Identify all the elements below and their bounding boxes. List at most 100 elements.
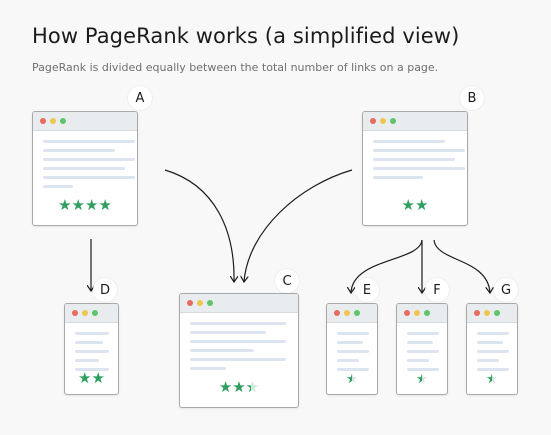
page-window-c: ★★★★	[179, 293, 299, 408]
text-line-placeholder	[407, 350, 439, 353]
window-dot-icon	[484, 310, 490, 316]
text-line-placeholder	[477, 350, 509, 353]
pagerank-stars: ★★★★	[180, 380, 298, 395]
link-arrow-b-to-e	[351, 239, 423, 293]
window-title-bar	[65, 304, 118, 323]
star-icon: ★	[78, 369, 92, 387]
page-subtitle: PageRank is divided equally between the …	[32, 61, 439, 74]
content-placeholder	[180, 313, 298, 370]
page-label-c: C	[275, 269, 299, 293]
text-line-placeholder	[190, 322, 286, 325]
window-dot-icon	[390, 118, 396, 124]
page-window-b: ★★	[362, 111, 468, 226]
page-window-f: ★★	[396, 303, 448, 395]
partial-star-icon: ★★	[245, 378, 260, 396]
window-title-bar	[327, 304, 377, 323]
partial-star-icon: ★★	[346, 372, 358, 387]
page-window-a: ★★★★	[32, 111, 138, 226]
text-line-placeholder	[75, 332, 109, 335]
page-window-e: ★★	[326, 303, 378, 395]
window-dot-icon	[370, 118, 376, 124]
text-line-placeholder	[75, 341, 103, 344]
pagerank-stars: ★★	[65, 371, 118, 386]
window-dot-icon	[414, 310, 420, 316]
window-dot-icon	[404, 310, 410, 316]
page-label-b: B	[460, 86, 484, 110]
pagerank-stars: ★★★★	[33, 198, 137, 213]
pagerank-stars: ★★	[397, 373, 447, 386]
pagerank-stars: ★★	[467, 373, 517, 386]
window-dot-icon	[494, 310, 500, 316]
content-placeholder	[327, 323, 377, 371]
star-icon: ★	[71, 196, 85, 214]
window-dot-icon	[72, 310, 78, 316]
text-line-placeholder	[337, 359, 359, 362]
window-dot-icon	[344, 310, 350, 316]
star-icon: ★	[218, 378, 233, 396]
window-title-bar	[397, 304, 447, 323]
window-dot-icon	[207, 300, 213, 306]
content-placeholder	[467, 323, 517, 371]
window-dot-icon	[40, 118, 46, 124]
window-title-bar	[33, 112, 137, 131]
star-icon: ★	[85, 196, 99, 214]
link-arrow-b-to-g	[433, 239, 490, 293]
star-icon: ★	[415, 196, 429, 214]
window-dot-icon	[380, 118, 386, 124]
text-line-placeholder	[477, 368, 509, 371]
text-line-placeholder	[337, 332, 369, 335]
text-line-placeholder	[373, 140, 445, 143]
text-line-placeholder	[477, 341, 503, 344]
window-dot-icon	[187, 300, 193, 306]
text-line-placeholder	[190, 340, 286, 343]
window-dot-icon	[82, 310, 88, 316]
text-line-placeholder	[337, 341, 363, 344]
window-title-bar	[363, 112, 467, 131]
window-dot-icon	[474, 310, 480, 316]
text-line-placeholder	[190, 358, 286, 361]
text-line-placeholder	[43, 167, 125, 170]
text-line-placeholder	[43, 140, 135, 143]
star-icon: ★	[401, 196, 415, 214]
content-placeholder	[65, 323, 118, 371]
text-line-placeholder	[43, 158, 135, 161]
text-line-placeholder	[337, 368, 369, 371]
window-dot-icon	[50, 118, 56, 124]
window-dot-icon	[424, 310, 430, 316]
text-line-placeholder	[190, 349, 254, 352]
text-line-placeholder	[373, 176, 423, 179]
text-line-placeholder	[407, 368, 439, 371]
star-icon: ★	[91, 369, 105, 387]
text-line-placeholder	[373, 158, 455, 161]
content-placeholder	[33, 131, 137, 188]
text-line-placeholder	[43, 176, 135, 179]
page-window-g: ★★	[466, 303, 518, 395]
page-label-e: E	[355, 278, 379, 302]
page-label-g: G	[494, 278, 518, 302]
page-window-d: ★★	[64, 303, 119, 395]
content-placeholder	[397, 323, 447, 371]
window-dot-icon	[354, 310, 360, 316]
text-line-placeholder	[407, 359, 429, 362]
text-line-placeholder	[190, 367, 226, 370]
page-label-f: F	[425, 278, 449, 302]
partial-star-icon: ★★	[486, 372, 498, 387]
link-arrow-b-to-c	[244, 169, 353, 282]
text-line-placeholder	[190, 331, 266, 334]
window-dot-icon	[334, 310, 340, 316]
pagerank-stars: ★★	[363, 198, 467, 213]
partial-star-icon: ★★	[416, 372, 428, 387]
page-title: How PageRank works (a simplified view)	[32, 24, 460, 48]
page-label-d: D	[93, 278, 117, 302]
text-line-placeholder	[373, 149, 465, 152]
window-dot-icon	[92, 310, 98, 316]
content-placeholder	[363, 131, 467, 179]
text-line-placeholder	[373, 167, 465, 170]
text-line-placeholder	[43, 185, 73, 188]
page-label-a: A	[128, 86, 152, 110]
text-line-placeholder	[407, 341, 433, 344]
link-arrow-a-to-c	[164, 169, 234, 282]
window-title-bar	[467, 304, 517, 323]
